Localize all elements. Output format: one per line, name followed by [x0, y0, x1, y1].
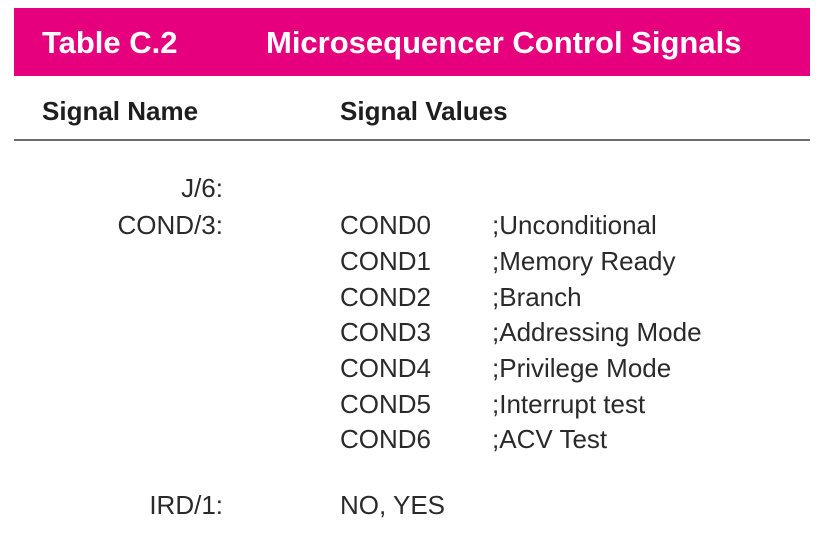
table-title-banner: Table C.2 Microsequencer Control Signals: [14, 8, 810, 76]
cond-code: COND1: [340, 246, 432, 276]
column-header-signal-values: Signal Values: [340, 96, 508, 126]
signal-name-ird: IRD/1:: [149, 490, 223, 520]
cond-code: COND3: [340, 317, 432, 347]
cond-description: ;Privilege Mode: [492, 353, 672, 383]
cond-code: COND2: [340, 282, 432, 312]
cond-code: COND6: [340, 424, 432, 454]
cond-code: COND5: [340, 389, 432, 419]
ird-values: NO, YES: [340, 490, 446, 520]
table-title: Microsequencer Control Signals: [266, 25, 742, 60]
cond-description: ;Unconditional: [492, 210, 657, 240]
table-number: Table C.2: [42, 25, 178, 60]
signal-name-cond: COND/3:: [117, 210, 223, 240]
cond-description: ;ACV Test: [492, 424, 608, 454]
cond-code: COND0: [340, 210, 432, 240]
cond-code: COND4: [340, 353, 432, 383]
cond-description: ;Memory Ready: [492, 246, 676, 276]
signal-name-j: J/6:: [181, 173, 223, 203]
header-divider: [14, 139, 810, 141]
cond-description: ;Addressing Mode: [492, 317, 702, 347]
cond-description: ;Branch: [492, 282, 582, 312]
cond-description: ;Interrupt test: [492, 389, 646, 419]
column-header-signal-name: Signal Name: [42, 96, 199, 126]
